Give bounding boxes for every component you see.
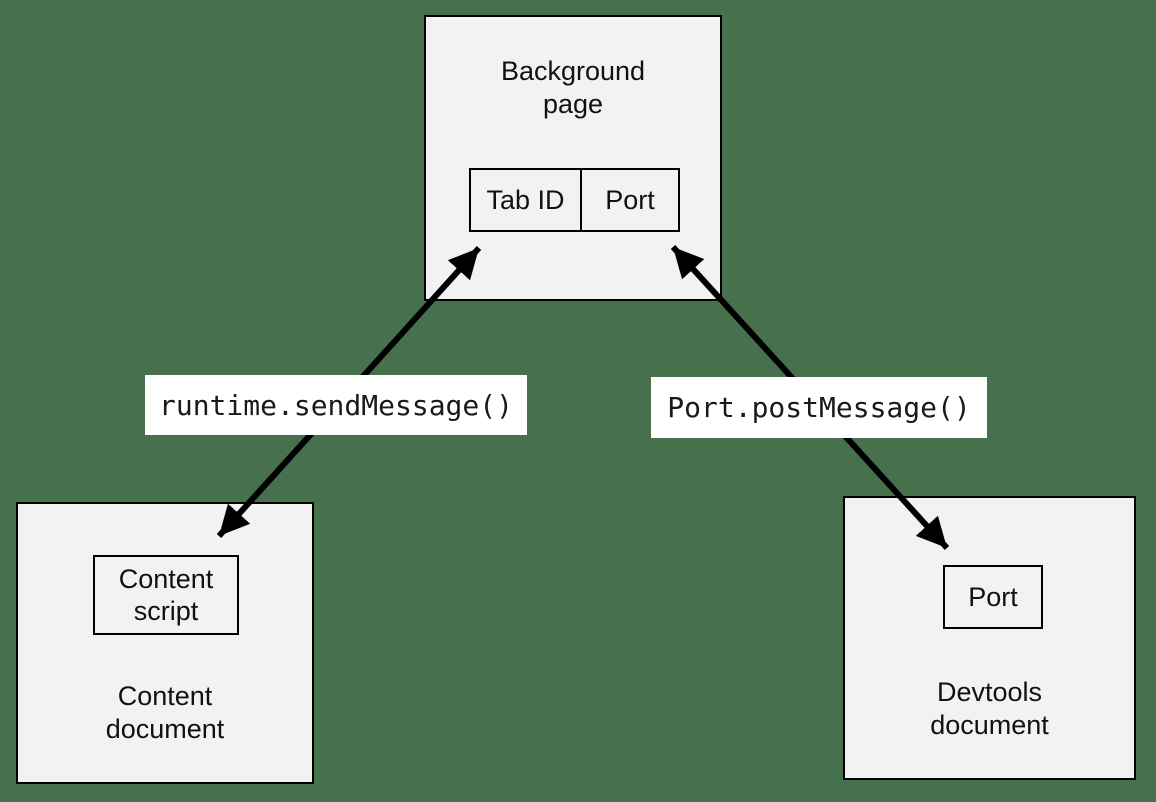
content-script-box: Content script — [93, 555, 239, 635]
tabid-port-table: Tab ID Port — [469, 168, 680, 232]
content-script-label-line2: script — [133, 596, 199, 626]
devtools-document-box: Port Devtools document — [843, 496, 1136, 780]
content-script-label-line1: Content — [118, 564, 214, 594]
devtools-document-title: Devtools document — [845, 676, 1134, 742]
runtime-sendmessage-label: runtime.sendMessage() — [145, 375, 527, 435]
content-document-box: Content script Content document — [16, 502, 314, 784]
content-document-title-line1: Content — [117, 681, 213, 711]
background-page-title-line2: page — [542, 89, 604, 119]
background-page-title-line1: Background — [500, 56, 646, 86]
port-postmessage-label: Port.postMessage() — [651, 377, 987, 438]
background-page-box: Background page Tab ID Port — [424, 15, 722, 301]
background-page-title: Background page — [426, 55, 720, 121]
devtools-document-title-line1: Devtools — [936, 677, 1043, 707]
tab-id-cell: Tab ID — [486, 184, 565, 215]
devtools-port-box: Port — [943, 565, 1043, 629]
background-port-cell: Port — [580, 170, 678, 230]
content-document-title-line2: document — [105, 714, 225, 744]
devtools-document-title-line2: document — [930, 710, 1049, 740]
content-document-title: Content document — [18, 680, 312, 746]
